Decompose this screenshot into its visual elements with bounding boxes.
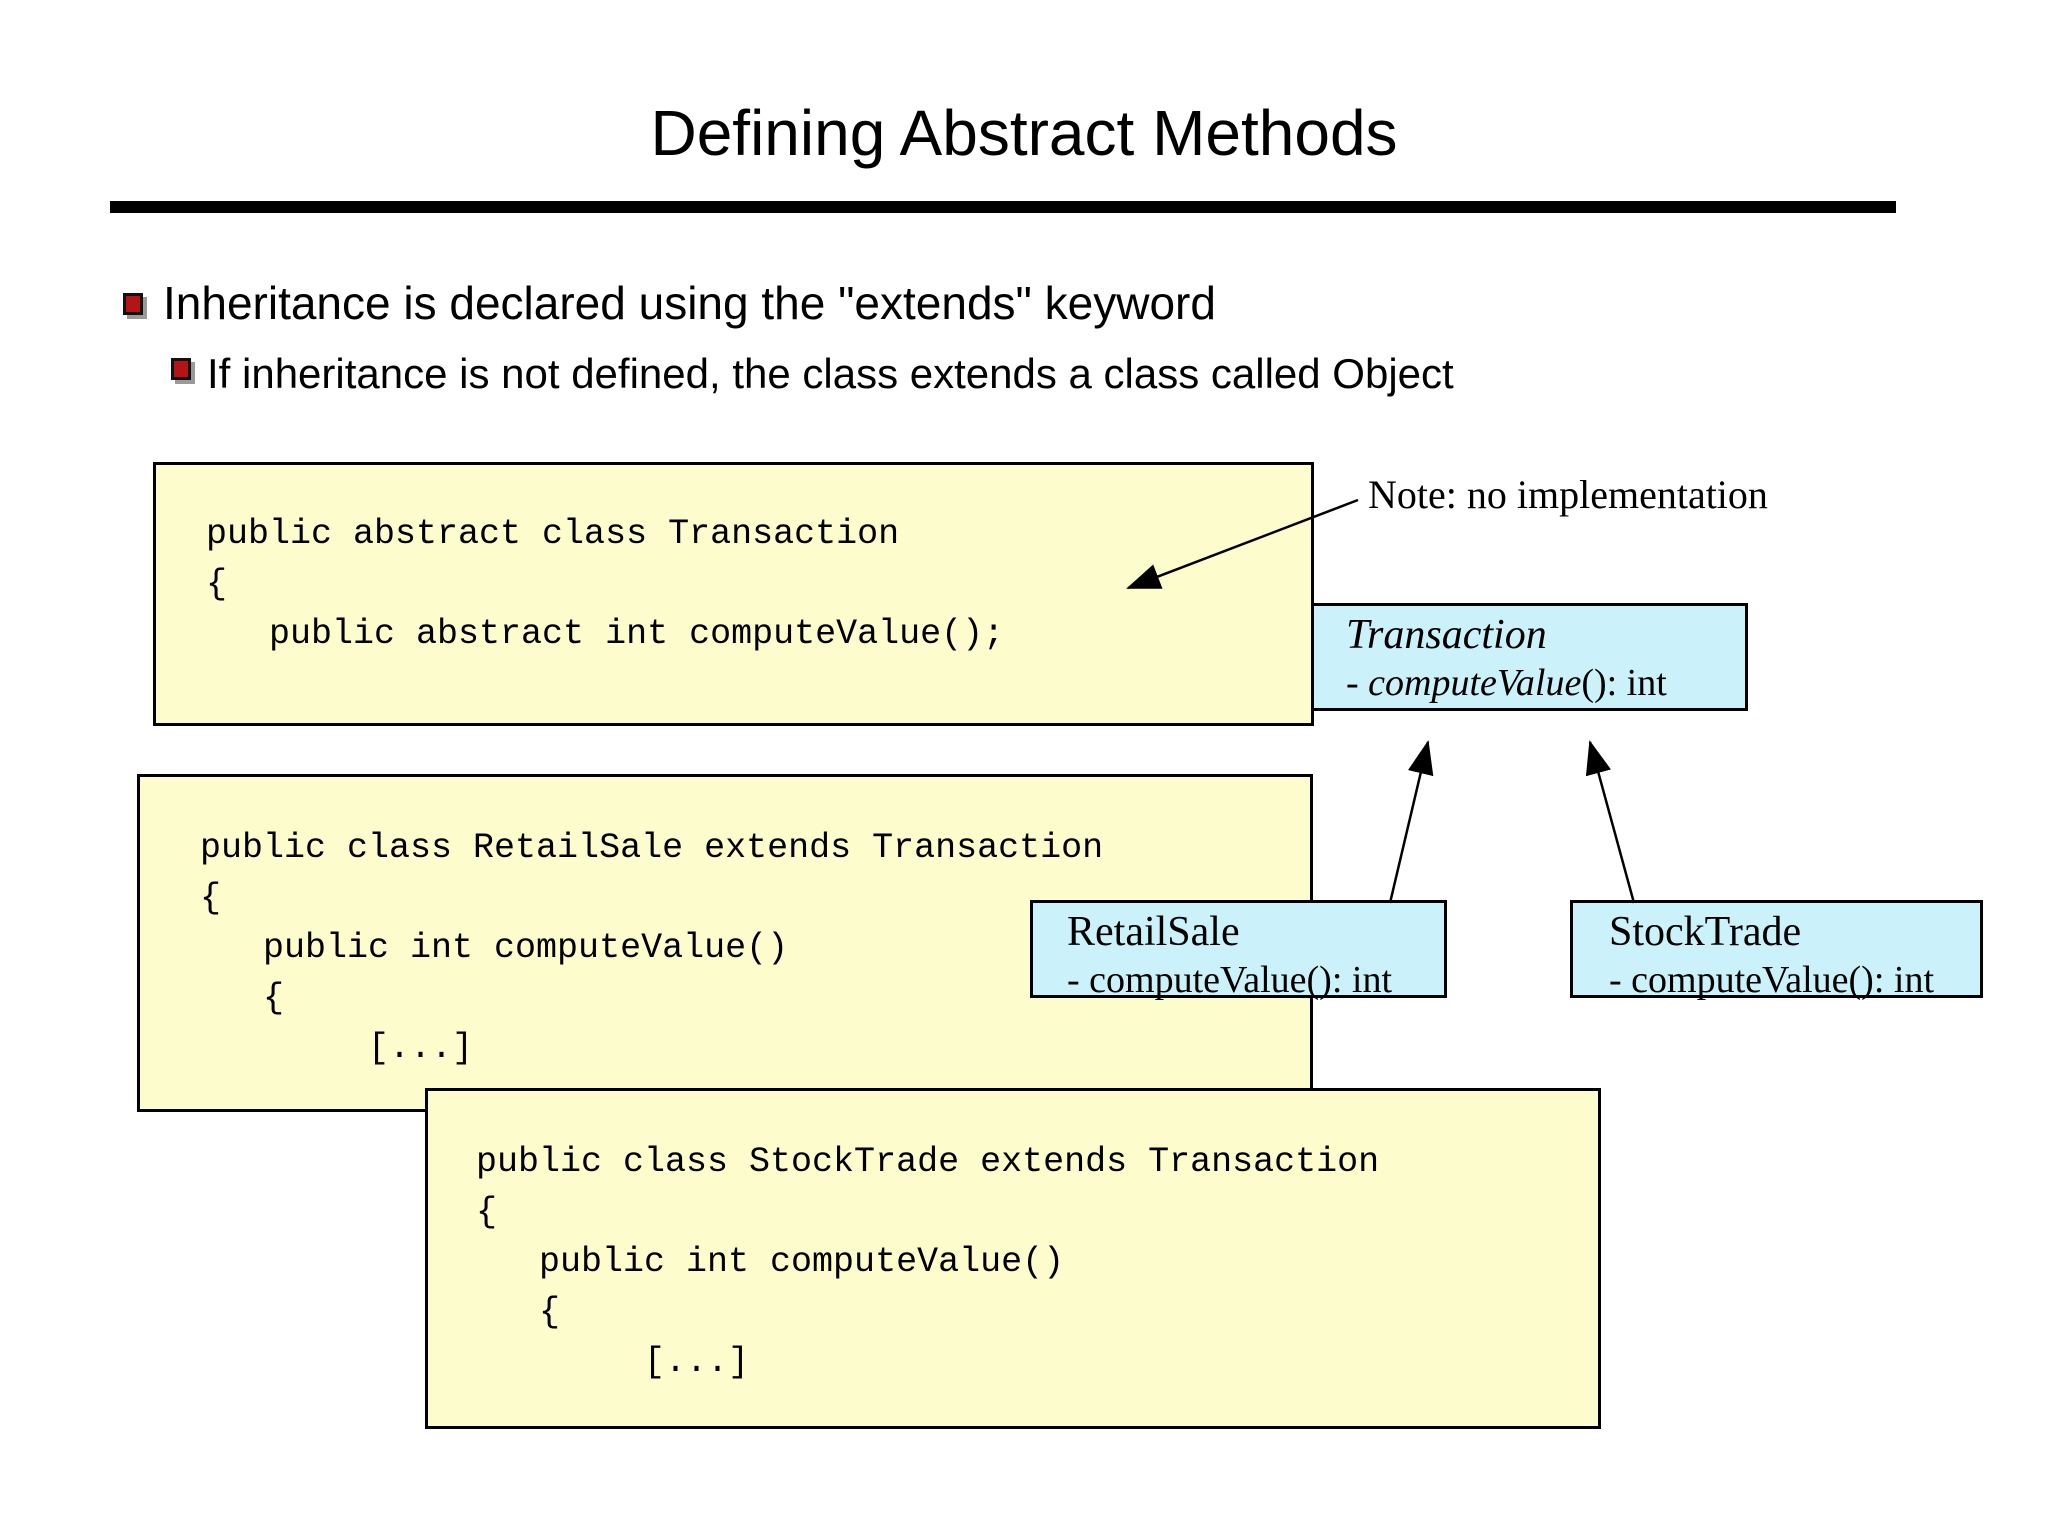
uml-class-transaction: Transaction - computeValue(): int (1311, 603, 1748, 711)
bullet-square-icon (123, 293, 143, 315)
stocktrade-inheritance-arrow (1585, 740, 1636, 904)
bullet-square-icon (171, 358, 191, 380)
uml-class-member: - computeValue(): int (1609, 959, 1935, 1001)
code-text-retailsale: public class RetailSale extends Transact… (200, 828, 1104, 1068)
title-rule (110, 201, 1896, 213)
uml-class-name: StockTrade (1609, 909, 1802, 955)
uml-class-stocktrade: StockTrade - computeValue(): int (1570, 900, 1983, 1001)
code-text-stocktrade: public class StockTrade extends Transact… (476, 1142, 1380, 1382)
uml-class-name: RetailSale (1067, 909, 1240, 955)
code-box-transaction: public abstract class Transaction { publ… (153, 462, 1314, 726)
page-title: Defining Abstract Methods (650, 97, 1398, 169)
bullet-text-level2: If inheritance is not defined, the class… (207, 350, 1454, 397)
note-label: Note: no implementation (1368, 472, 1768, 517)
code-text-transaction: public abstract class Transaction { publ… (206, 514, 1005, 654)
bullet-text-level1: Inheritance is declared using the "exten… (163, 277, 1216, 329)
code-box-stocktrade: public class StockTrade extends Transact… (425, 1088, 1601, 1429)
uml-class-member: - computeValue(): int (1346, 662, 1667, 704)
retailsale-inheritance-arrow (1388, 740, 1434, 904)
uml-class-retailsale: RetailSale - computeValue(): int (1030, 900, 1447, 1001)
uml-class-name: Transaction (1346, 612, 1547, 658)
uml-class-member: - computeValue(): int (1067, 959, 1393, 1001)
